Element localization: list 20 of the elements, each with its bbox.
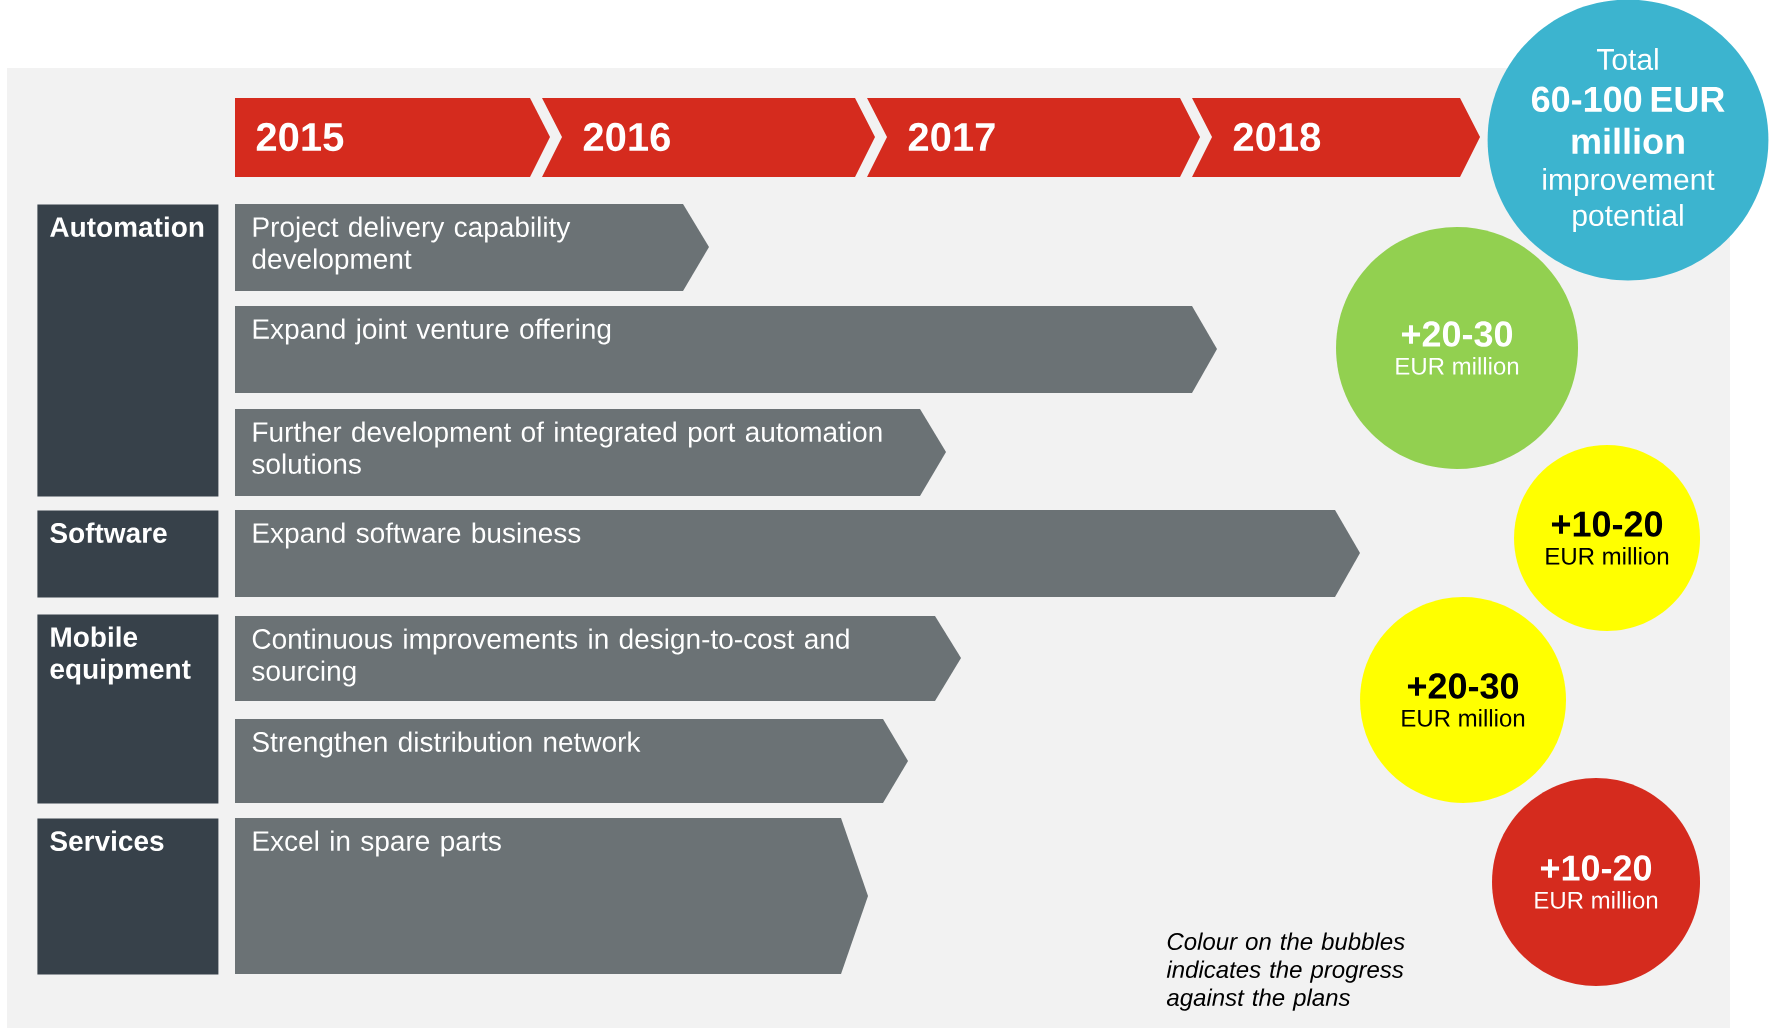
year-banner: 2018	[1192, 98, 1480, 177]
year-banner: 2015	[235, 98, 550, 177]
category-box: Automation	[37, 204, 219, 497]
progress-bubble: +10-20 EUR million	[1514, 445, 1701, 631]
chevron-bar: Strengthen distribution network	[235, 719, 908, 803]
year-banner: 2017	[867, 98, 1200, 177]
category-box: Software	[37, 510, 219, 598]
chevron-bar: Further development of integrated port automation solutions	[235, 409, 946, 496]
chevron-bar: Excel in spare parts	[235, 818, 868, 974]
progress-bubble: +10-20 EUR million	[1492, 778, 1701, 986]
chevron-bar: Continuous improvements in design-to-cost and sourcing	[235, 616, 961, 701]
progress-bubble: +20-30 EUR million	[1360, 597, 1567, 803]
chevron-bar: Project delivery capability development	[235, 204, 709, 291]
note-text: Colour on the bubbles indicates the progress against the plans	[1166, 932, 1405, 1011]
chevron-bar: Expand joint venture offering	[235, 306, 1217, 393]
category-box: Mobile equipment	[37, 614, 219, 804]
category-box: Services	[37, 818, 219, 975]
year-banner: 2016	[542, 98, 875, 177]
chevron-bar: Expand software business	[235, 510, 1360, 597]
progress-bubble: Total 60-100 EUR million improvement potential	[1487, 0, 1769, 281]
